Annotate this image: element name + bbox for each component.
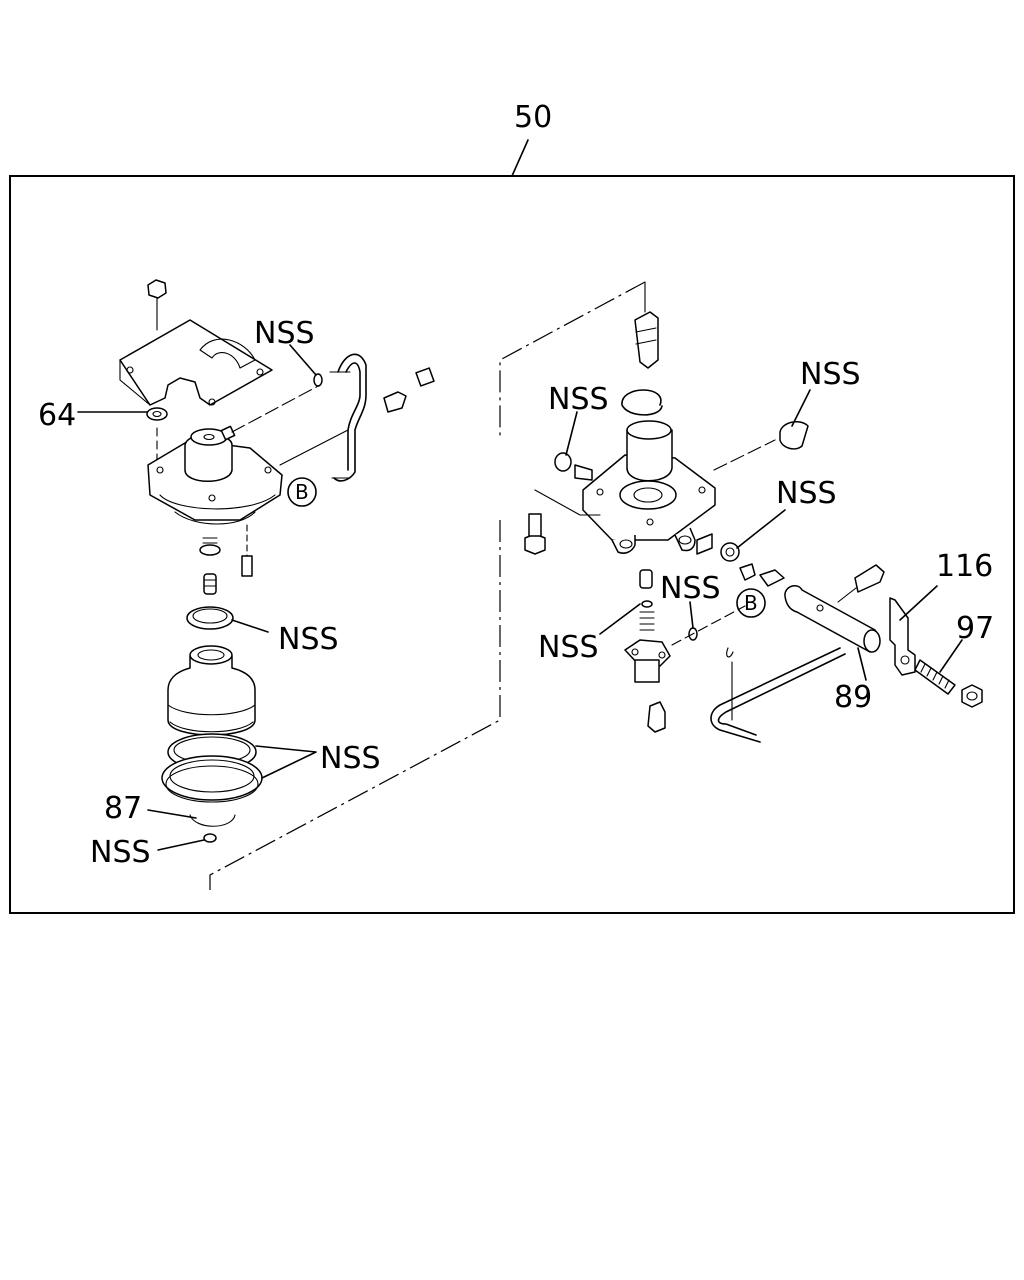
connection-marker-b-right-label: B (744, 591, 758, 615)
packing-rings-part (161, 733, 263, 803)
tube-line-part (329, 353, 435, 482)
group-boundary-top (499, 281, 646, 438)
valve-body-part (147, 425, 283, 525)
small-screw-part (241, 524, 253, 577)
callout-87: 87 (104, 791, 142, 826)
right-valve-assembly: B (524, 281, 983, 743)
leader-nss-bottom-oring (157, 839, 205, 851)
seal-ring-part (186, 606, 234, 630)
leader-nss-valve-center (689, 601, 694, 629)
leader-89 (857, 647, 867, 681)
hex-nut-part (147, 279, 167, 331)
right-snap-ring-part (621, 389, 663, 416)
callout-nss-cap: NSS (800, 357, 861, 392)
pipe-oring-part (313, 373, 323, 387)
callout-nss-right-side: NSS (776, 476, 837, 511)
mounting-bracket-part (119, 319, 273, 406)
leader-nss-right-side (736, 509, 786, 549)
leader-nss-right-top (565, 411, 578, 456)
side-fitting-parts (696, 533, 785, 587)
link-rod-part (710, 647, 846, 743)
connection-marker-b-right (736, 588, 766, 618)
spring-part (199, 537, 221, 595)
connection-marker-b-left-label: B (295, 480, 309, 504)
assembly-leader-line (511, 139, 529, 177)
leader-nss-bottom-rings (255, 745, 317, 779)
snap-ring-part (189, 814, 236, 827)
leader-nss-top-left (289, 344, 317, 376)
lever-bracket-part (889, 597, 916, 676)
hose-fitting-part (634, 281, 659, 369)
mounting-bolt-part (524, 489, 601, 555)
connection-marker-b-left (287, 477, 317, 507)
callout-89: 89 (834, 680, 872, 715)
callout-nss-right-top: NSS (548, 382, 609, 417)
assembly-number-label: 50 (514, 100, 552, 135)
callout-64: 64 (38, 398, 76, 433)
leader-87 (147, 809, 197, 819)
callout-116: 116 (936, 549, 993, 584)
leader-nss-seal-ring (231, 619, 269, 633)
left-valve-assembly: B (119, 279, 435, 843)
small-oring-part (203, 833, 217, 843)
leader-116 (899, 585, 938, 621)
assembly-frame (9, 175, 1015, 914)
group-boundary-bottom (209, 520, 501, 890)
cap-part (779, 420, 809, 450)
callout-97: 97 (956, 611, 994, 646)
lower-valve-part (624, 569, 671, 733)
diaphragm-housing-part (167, 645, 256, 736)
lever-shaft-part (784, 564, 885, 653)
washer-part (146, 407, 168, 421)
callout-nss-bottom-oring: NSS (90, 835, 151, 870)
leader-nss-valve-left (599, 603, 641, 635)
callout-nss-valve-left: NSS (538, 630, 599, 665)
callout-nss-top-left: NSS (254, 316, 315, 351)
callout-nss-seal-ring: NSS (278, 622, 339, 657)
callout-nss-valve-center: NSS (660, 571, 721, 606)
right-valve-body-part (582, 420, 716, 554)
leader-97 (939, 639, 963, 673)
adjust-bolt-part (914, 659, 983, 708)
callout-nss-bottom-rings: NSS (320, 741, 381, 776)
leader-nss-cap (791, 389, 811, 427)
plug-part (554, 452, 593, 481)
